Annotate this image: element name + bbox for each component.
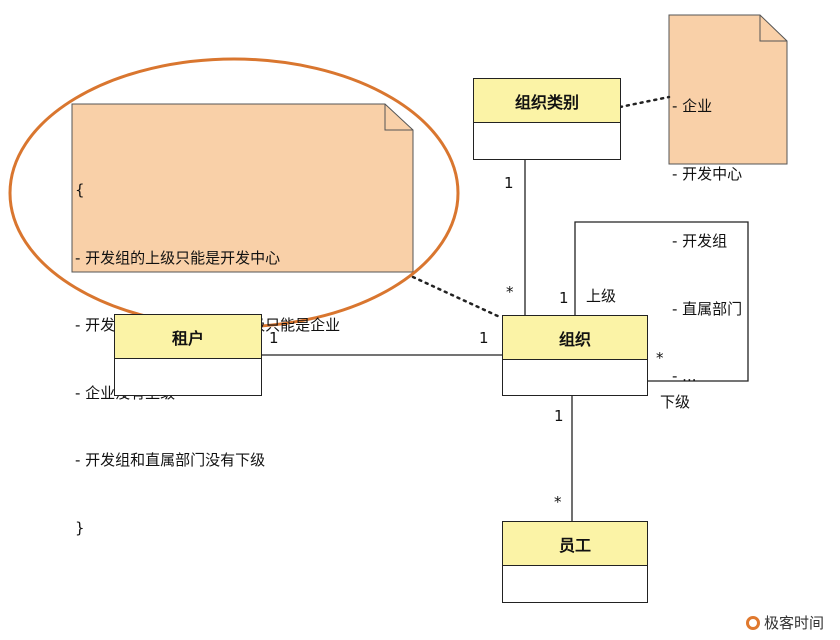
types-note-shape xyxy=(668,14,788,165)
types-note-line: - ... xyxy=(672,367,697,385)
class-org-type-name: 组织类别 xyxy=(474,79,620,123)
multiplicity-label: * xyxy=(656,349,664,367)
class-employee-name: 员工 xyxy=(503,522,647,566)
watermark-text: 极客时间 xyxy=(764,614,825,632)
types-note: - 企业 - 开发中心 - 开发组 - 直属部门 - ... xyxy=(672,50,742,410)
constraints-note-line: - 开发组的上级只能是开发中心 xyxy=(75,248,281,267)
multiplicity-label: * xyxy=(506,283,514,301)
types-note-line: - 开发中心 xyxy=(672,164,743,183)
constraints-note-fold xyxy=(384,104,413,131)
class-tenant-name: 租户 xyxy=(115,315,261,359)
class-org-name: 组织 xyxy=(503,316,647,360)
multiplicity-label: 1 xyxy=(554,407,564,425)
types-note-line: - 开发组 xyxy=(672,232,728,250)
constraints-note-anchor xyxy=(411,275,504,320)
types-note-fold xyxy=(759,15,787,42)
multiplicity-label: 1 xyxy=(269,329,279,347)
class-org: 组织 xyxy=(502,315,648,396)
types-note-line: - 直属部门 xyxy=(672,299,743,318)
class-org-type: 组织类别 xyxy=(473,78,621,160)
role-label-parent: 上级 xyxy=(586,287,617,305)
class-employee: 员工 xyxy=(502,521,648,603)
class-tenant: 租户 xyxy=(114,314,262,396)
constraints-note-line: } xyxy=(75,518,85,537)
role-label-child: 下级 xyxy=(660,393,691,411)
multiplicity-label: 1 xyxy=(559,289,569,307)
types-note-anchor xyxy=(618,95,671,109)
multiplicity-label: * xyxy=(554,493,562,511)
multiplicity-label: 1 xyxy=(504,174,514,192)
multiplicity-label: 1 xyxy=(479,329,489,347)
types-note-line: - 企业 xyxy=(672,97,713,115)
geektime-logo-icon xyxy=(746,615,760,630)
constraints-note-line: - 开发组和直属部门没有下级 xyxy=(75,451,266,469)
watermark: 极客时间 xyxy=(746,612,824,633)
constraints-note: { - 开发组的上级只能是开发中心 - 开发中心和直属部门的上级只能是企业 - … xyxy=(75,134,340,562)
constraints-note-shape xyxy=(71,103,414,273)
constraints-note-line: { xyxy=(75,181,85,199)
org-self-association xyxy=(574,221,749,382)
